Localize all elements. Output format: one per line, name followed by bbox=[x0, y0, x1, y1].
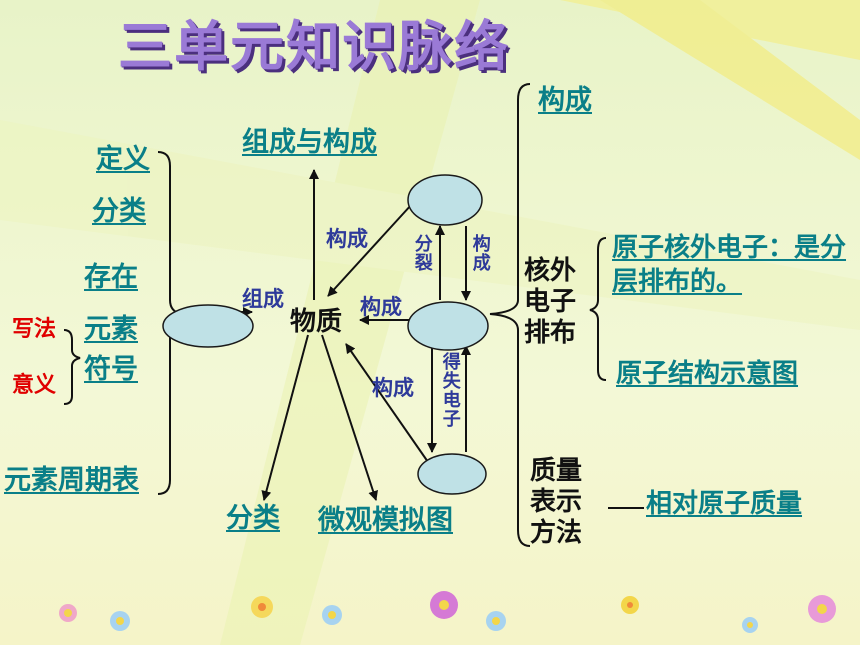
electron-bracket bbox=[589, 237, 607, 381]
left-item-symbol[interactable]: 符号 bbox=[84, 354, 138, 385]
right-mass-representation: 质量表示方法 bbox=[530, 456, 583, 549]
left-item-classification[interactable]: 分类 bbox=[92, 196, 146, 227]
electron-item-layered[interactable]: 原子核外电子：是分层排布的。 bbox=[612, 233, 847, 297]
left-item-element[interactable]: 元素 bbox=[84, 314, 138, 345]
sub-item-meaning: 意义 bbox=[12, 373, 57, 398]
left-item-existence[interactable]: 存在 bbox=[84, 262, 138, 293]
page-title: 三单元知识脉络 bbox=[118, 15, 510, 78]
arrow-label-form-vertical: 构成 bbox=[469, 234, 491, 272]
arrow-label-form-top: 构成 bbox=[326, 227, 368, 251]
arrow-label-form-middle: 构成 bbox=[360, 295, 402, 319]
sub-bracket bbox=[63, 329, 81, 405]
mass-item-relative-atomic-mass[interactable]: 相对原子质量 bbox=[646, 489, 803, 519]
arrow-label-split: 分裂 bbox=[411, 234, 433, 272]
flower-border bbox=[59, 591, 836, 633]
node-ellipse-middle bbox=[407, 301, 489, 351]
arrow-label-form-bottom: 构成 bbox=[372, 376, 414, 400]
right-bracket bbox=[489, 83, 531, 547]
bottom-node-micro-model[interactable]: 微观模拟图 bbox=[318, 505, 453, 536]
node-ellipse-top bbox=[407, 174, 483, 226]
sub-item-writing: 写法 bbox=[12, 317, 57, 342]
left-item-definition[interactable]: 定义 bbox=[96, 144, 150, 175]
node-ellipse-left bbox=[162, 304, 254, 348]
arrow-label-compose: 组成 bbox=[242, 287, 284, 311]
arrow-label-gain-lose-electrons: 得失电子 bbox=[439, 352, 461, 428]
center-node: 物质 bbox=[290, 307, 343, 337]
top-node-composition[interactable]: 组成与构成 bbox=[242, 127, 377, 158]
right-electron-arrangement: 核外电子排布 bbox=[524, 256, 577, 349]
right-item-form[interactable]: 构成 bbox=[538, 85, 592, 116]
left-item-periodic-table[interactable]: 元素周期表 bbox=[4, 465, 139, 496]
electron-item-structure-diagram[interactable]: 原子结构示意图 bbox=[616, 359, 799, 389]
bottom-node-classification[interactable]: 分类 bbox=[226, 503, 280, 534]
node-ellipse-bottom bbox=[417, 453, 487, 495]
